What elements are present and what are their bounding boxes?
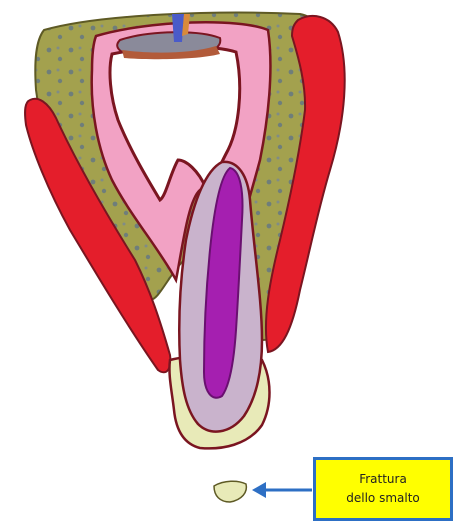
arrow-left-icon [252,482,312,498]
label-line-1: Frattura [359,473,407,486]
fracture-label: Frattura dello smalto [313,457,453,521]
canal-marker [172,14,184,42]
label-line-2: dello smalto [346,492,420,505]
enamel-fragment [214,481,246,502]
